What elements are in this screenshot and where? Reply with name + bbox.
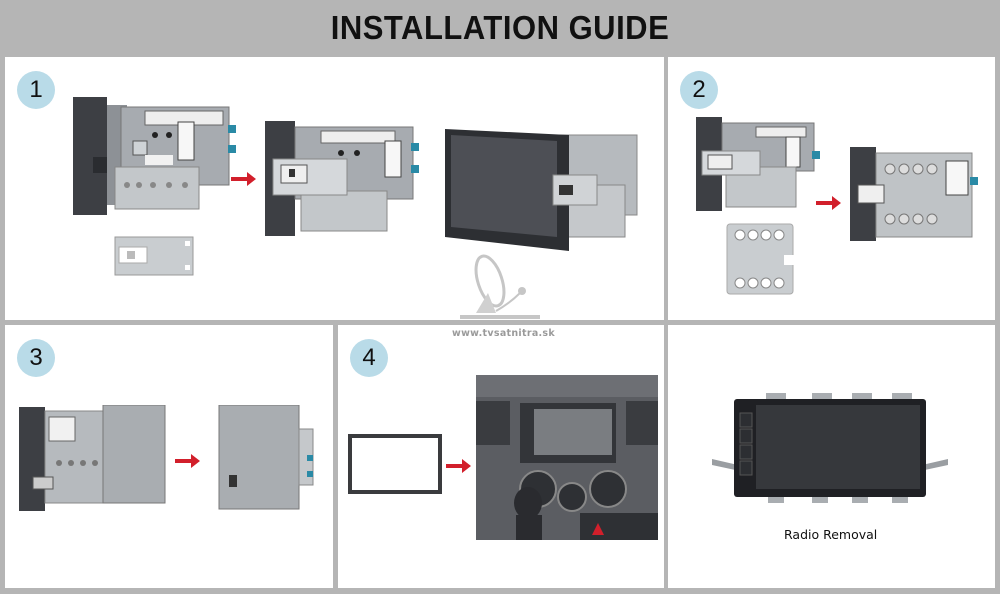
step-number-badge: 4: [350, 339, 388, 377]
arrow-right-icon: [816, 196, 841, 210]
radio-with-removal-keys-image: [712, 393, 948, 503]
step-2-panel: 2: [668, 57, 995, 320]
step-1-panel: 1: [5, 57, 664, 320]
step-number-badge: 3: [17, 339, 55, 377]
step-number-badge: 1: [17, 71, 55, 109]
radio-in-cage-front-image: [19, 405, 166, 511]
satellite-dish-logo: [460, 254, 540, 319]
radio-in-cage-rear-image: [218, 405, 314, 510]
screen-front-with-bracket-image: [445, 129, 638, 251]
step-3-panel: 3: [5, 325, 333, 588]
mounting-plate-image: [114, 236, 194, 276]
radio-removal-panel: Radio Removal: [668, 325, 995, 588]
title-bar: INSTALLATION GUIDE: [0, 0, 1000, 56]
radio-with-vent-plate-image: [850, 147, 978, 241]
step-4-panel: 4: [338, 325, 664, 588]
step-number-badge: 2: [680, 71, 718, 109]
arrow-right-icon: [231, 172, 256, 186]
perforated-plate-image: [726, 223, 794, 295]
radio-with-bracket-attached-image: [265, 121, 419, 236]
dashboard-installed-image: [476, 375, 658, 540]
radio-unit-with-bracket-image: [73, 97, 236, 215]
arrow-right-icon: [446, 459, 471, 473]
radio-with-side-plate-image: [696, 117, 820, 211]
watermark-url: www.tvsatnitra.sk: [452, 328, 556, 339]
trim-frame-image: [348, 434, 442, 494]
radio-removal-caption: Radio Removal: [784, 527, 878, 542]
page-title: INSTALLATION GUIDE: [330, 8, 670, 47]
arrow-right-icon: [175, 454, 200, 468]
